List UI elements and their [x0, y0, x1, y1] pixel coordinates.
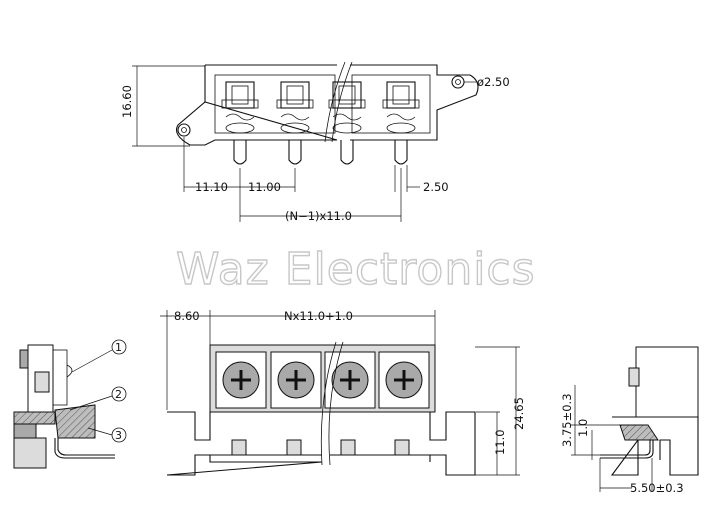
dim-hole-diameter: ø2.50 [477, 75, 510, 89]
watermark: Waz Electronics [176, 244, 536, 295]
dim-height-16-60: 16.60 [120, 85, 134, 118]
dim-small-1-0: 1.0 [576, 419, 590, 437]
callout-1: 1 [115, 341, 122, 354]
dim-total-width: Nx11.0+1.0 [284, 309, 353, 323]
dim-left-offset: 8.60 [174, 309, 200, 323]
dim-height-total: 24.65 [512, 397, 526, 430]
top-terminal-4 [382, 81, 420, 165]
dim-span: (N−1)x11.0 [285, 209, 352, 223]
front-view [160, 310, 520, 476]
front-screw-3 [324, 351, 376, 409]
callout-3: 3 [115, 429, 122, 442]
top-terminal-2 [276, 81, 314, 165]
front-screw-4 [378, 351, 430, 409]
right-side-view [571, 346, 699, 492]
dim-height-lower: 11.0 [493, 429, 507, 455]
dim-pitch: 11.00 [248, 180, 281, 194]
left-side-view [13, 339, 127, 469]
top-terminal-1 [221, 81, 259, 165]
top-view [132, 61, 479, 222]
front-screw-2 [270, 351, 322, 409]
top-terminal-3 [328, 81, 366, 165]
dim-pin-width: 2.50 [423, 180, 449, 194]
callout-2: 2 [115, 388, 122, 401]
front-screw-1 [215, 351, 267, 409]
dim-horizontal-5-50: 5.50±0.3 [630, 481, 684, 495]
dim-pitch-first: 11.10 [195, 180, 228, 194]
dim-vertical-3-75: 3.75±0.3 [560, 393, 574, 447]
